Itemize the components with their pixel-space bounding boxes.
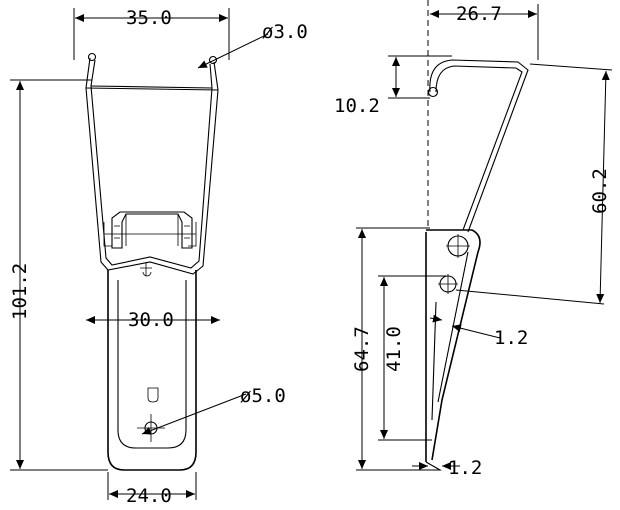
dim-thickness-lower: 1.2 xyxy=(448,457,482,479)
dim-plate-width: 24.0 xyxy=(126,485,172,507)
front-latch-plate xyxy=(107,270,197,471)
dim-overall-height: 101.2 xyxy=(9,263,31,320)
side-dimensions: 26.7 10.2 60.2 64.7 41.0 1.2 1.2 xyxy=(334,3,613,479)
side-wire-end xyxy=(427,86,439,98)
dim-inner-width: 30.0 xyxy=(128,309,174,331)
front-hinge-bracket xyxy=(111,211,193,249)
side-wire-inner xyxy=(435,65,523,231)
front-rivet-mark xyxy=(140,262,152,276)
side-lever xyxy=(425,229,481,462)
dim-hole-distance: 41.0 xyxy=(383,326,405,372)
side-view xyxy=(425,0,529,471)
dim-plate-height: 64.7 xyxy=(351,326,373,372)
dim-pin-diameter: ø3.0 xyxy=(262,21,308,43)
front-hole-marker xyxy=(147,387,159,403)
front-view xyxy=(85,52,219,471)
dim-spring-height: 60.2 xyxy=(589,168,611,214)
dim-hole-diameter: ø5.0 xyxy=(240,385,286,407)
front-wire-end-right xyxy=(208,55,218,65)
front-wire-top-bar xyxy=(85,85,219,91)
dim-thickness-upper: 1.2 xyxy=(494,327,528,349)
front-plate-slot xyxy=(117,280,187,449)
dim-hook-height: 10.2 xyxy=(334,95,380,117)
front-wire-end-left xyxy=(87,52,97,62)
side-wire-outer xyxy=(429,59,529,233)
front-wire-outer xyxy=(85,57,219,275)
front-wire-inner xyxy=(90,59,213,269)
front-dimensions: 35.0 ø3.0 101.2 30.0 ø5.0 24.0 xyxy=(9,7,308,507)
dim-side-top-offset: 26.7 xyxy=(456,3,502,25)
front-hinge-pin xyxy=(103,222,197,247)
dim-top-width: 35.0 xyxy=(126,7,172,29)
